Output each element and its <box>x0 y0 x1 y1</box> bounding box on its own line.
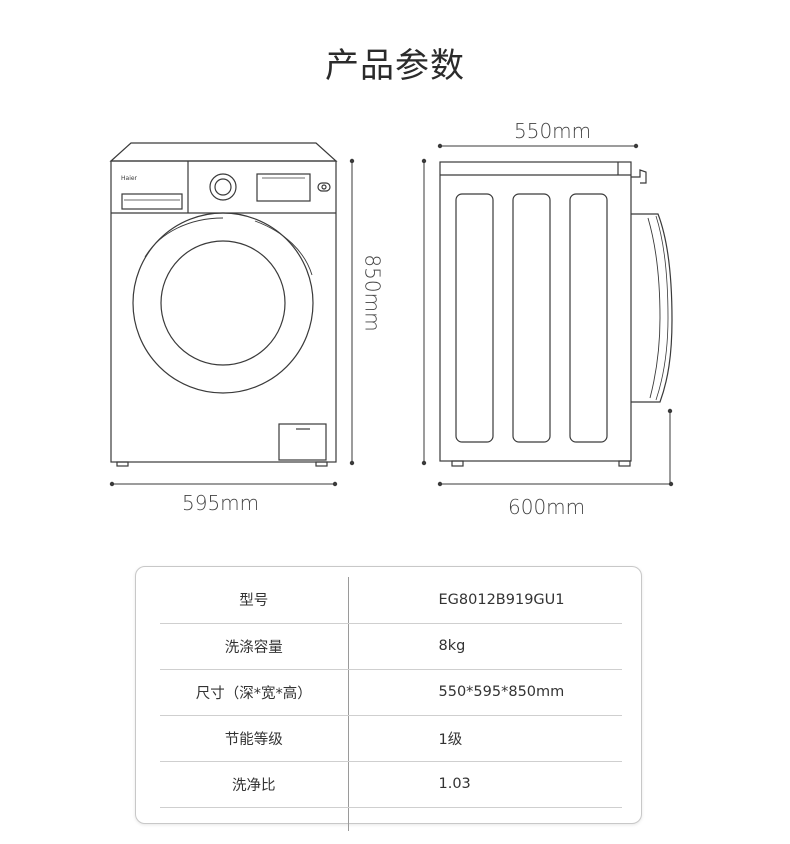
brand-logo: Haier <box>121 175 138 182</box>
spec-row: 尺寸（深*宽*高） 550*595*850mm <box>160 669 622 716</box>
front-width-label: 595mm <box>182 491 260 515</box>
spec-row: 节能等级 1级 <box>160 715 622 762</box>
dimension-lines <box>112 145 671 485</box>
spec-value: EG8012B919GU1 <box>348 577 622 624</box>
spec-value: 8kg <box>348 623 622 670</box>
spec-table: 型号 EG8012B919GU1 洗涤容量 8kg 尺寸（深*宽*高） 550*… <box>160 577 622 831</box>
washer-front-view <box>109 142 338 467</box>
spec-card: 型号 EG8012B919GU1 洗涤容量 8kg 尺寸（深*宽*高） 550*… <box>135 566 642 831</box>
side-depth-top-label: 550mm <box>514 119 592 143</box>
spec-key: 洗净比 <box>160 761 349 808</box>
spec-key: 洗涤容量 <box>160 623 349 670</box>
spec-key: 节能等级 <box>160 715 349 762</box>
washer-dimension-diagram: Haier <box>109 142 674 487</box>
spec-value: 1级 <box>348 715 622 762</box>
spec-key-empty <box>160 807 349 831</box>
spec-value: 550*595*850mm <box>348 669 622 716</box>
side-depth-bottom-label: 600mm <box>508 495 586 519</box>
spec-row: 型号 EG8012B919GU1 <box>160 577 622 624</box>
spec-key: 型号 <box>160 577 349 624</box>
washer-side-view <box>439 161 673 467</box>
spec-key: 尺寸（深*宽*高） <box>160 669 349 716</box>
page-title: 产品参数 <box>325 46 465 86</box>
height-label: 850mm <box>360 254 385 332</box>
spec-row: 洗净比 1.03 <box>160 761 622 808</box>
spec-value-empty <box>348 807 622 831</box>
spec-value: 1.03 <box>348 761 622 808</box>
spec-row: 洗涤容量 8kg <box>160 623 622 670</box>
spec-row-spacer <box>160 807 622 831</box>
